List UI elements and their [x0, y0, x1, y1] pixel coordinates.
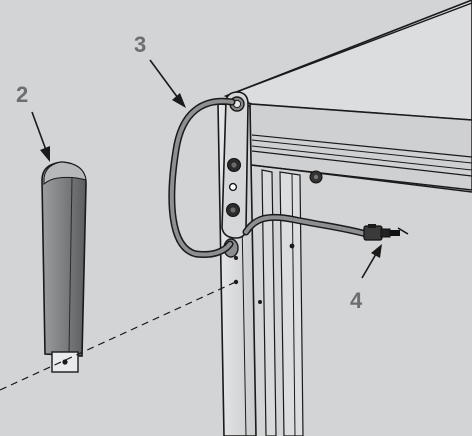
connector-pins	[390, 230, 400, 236]
alignment-dashed-line	[0, 279, 241, 391]
end-cap-tab-hole	[62, 359, 68, 365]
cable-loop	[169, 99, 234, 257]
connector-tip	[380, 228, 391, 238]
post-hole-pin	[233, 279, 239, 285]
bracket-hole-mid	[228, 182, 238, 192]
end-cap-side-edge	[68, 177, 73, 355]
callout-3: 3	[134, 32, 146, 57]
rear-post-left	[261, 169, 277, 436]
connector-body	[363, 225, 383, 241]
end-cap	[41, 161, 87, 357]
leader-2	[31, 111, 50, 162]
bracket-screw-upper-slot	[231, 162, 237, 168]
rear-post-mid	[279, 171, 304, 436]
end-cap-top-face	[43, 161, 87, 186]
post-hole-small	[234, 256, 238, 260]
callout-4: 4	[350, 288, 363, 313]
connector-plug	[363, 224, 409, 241]
bracket-screw-lower-slot	[230, 207, 236, 213]
cable-to-connector	[244, 215, 368, 236]
connector-pin-line	[397, 227, 409, 235]
rail-groove-2	[251, 139, 472, 164]
rail-screw-slot	[313, 174, 319, 180]
rail-groove-3	[251, 145, 472, 171]
post-hole-lower	[258, 300, 262, 304]
callout-2: 2	[16, 82, 28, 107]
leader-4	[361, 244, 382, 279]
rail-groove-4	[251, 150, 472, 177]
leader-3	[149, 59, 186, 108]
rail-groove-1	[251, 134, 472, 158]
connector-latch	[368, 224, 376, 228]
rear-post-hole	[289, 243, 295, 249]
rail-bottom-edge	[251, 164, 472, 193]
top-panel-edge	[225, 2, 472, 97]
